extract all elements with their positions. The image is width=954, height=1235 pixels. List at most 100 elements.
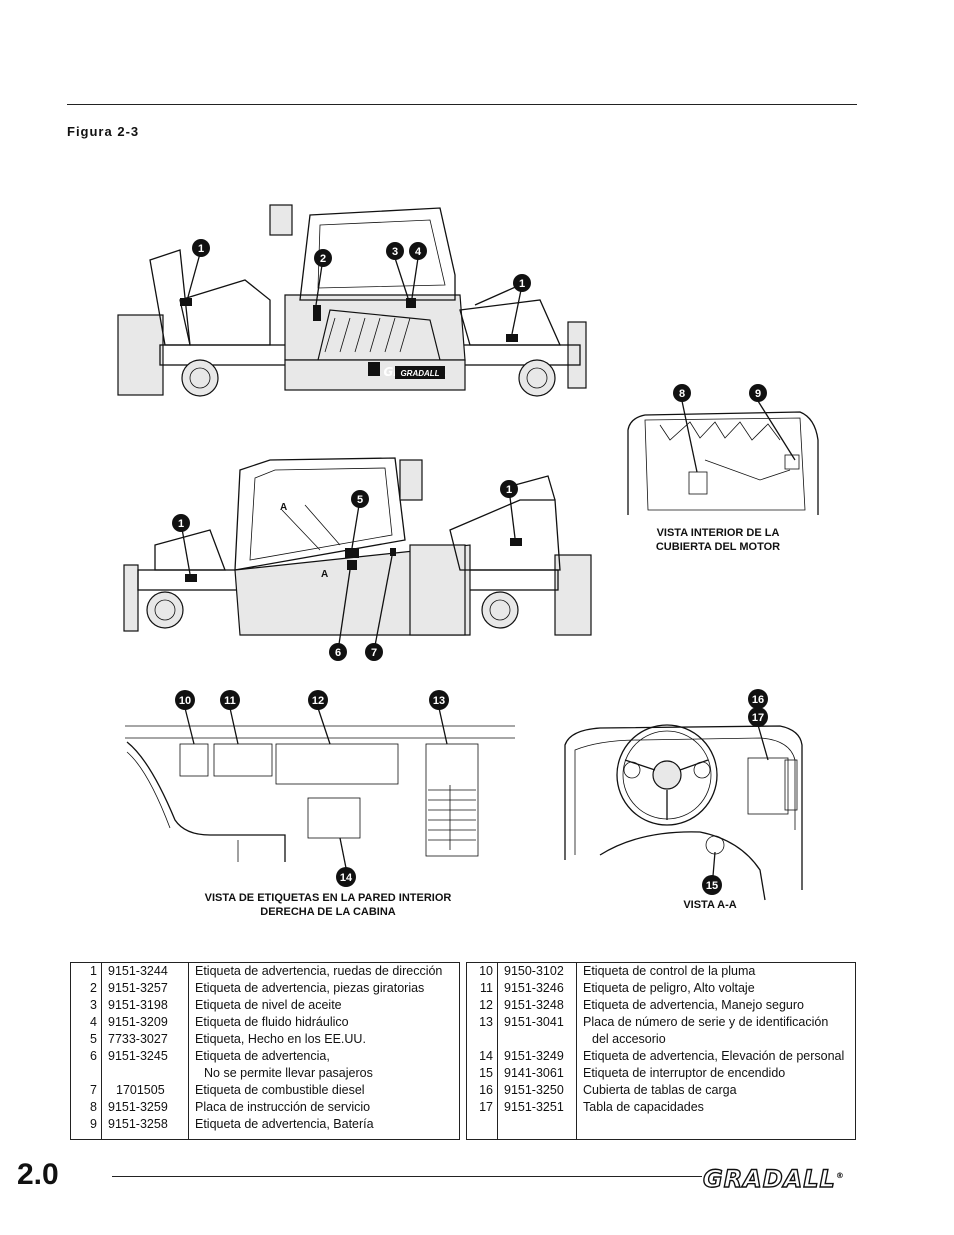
part-description: Placa de instrucción de servicio (189, 1099, 460, 1116)
part-item-number: 1 (70, 962, 102, 980)
callout-11: 11 (224, 695, 236, 707)
part-number: 9151-3250 (497, 1082, 577, 1099)
callout-9: 9 (755, 388, 761, 400)
part-description: Etiqueta de advertencia, Batería (189, 1116, 460, 1133)
gradall-logo-text: GRADALL (702, 1164, 836, 1193)
part-number: 9151-3245 (101, 1048, 189, 1082)
part-number: 9141-3061 (497, 1065, 577, 1082)
part-item-number: 4 (70, 1014, 102, 1031)
part-item-number: 17 (466, 1099, 498, 1116)
filler-cell (101, 1133, 189, 1140)
part-description: Etiqueta de advertencia, Elevación de pe… (577, 1048, 856, 1065)
callouts-cab-wall: 10 11 12 13 14 (175, 690, 449, 887)
part-item-number: 9 (70, 1116, 102, 1133)
part-description-line: Etiqueta de combustible diesel (195, 1083, 365, 1097)
part-description: Placa de número de serie y de identifica… (577, 1014, 856, 1048)
part-number: 9151-3246 (497, 980, 577, 997)
cab-wall-label-view (125, 707, 515, 869)
part-item-number: 5 (70, 1031, 102, 1048)
part-description: Etiqueta de fluido hidráulico (189, 1014, 460, 1031)
part-description-line: del accesorio (592, 1032, 666, 1046)
part-item-number: 11 (466, 980, 498, 997)
part-item-number: 10 (466, 962, 498, 980)
callout-10: 10 (179, 695, 191, 707)
part-description-line: No se permite llevar pasajeros (204, 1066, 373, 1080)
callout-16: 16 (752, 694, 764, 706)
part-description-line: Tabla de capacidades (583, 1100, 704, 1114)
part-item-number: 3 (70, 997, 102, 1014)
part-description: Etiqueta de advertencia, piezas giratori… (189, 980, 460, 997)
part-number: 9151-3248 (497, 997, 577, 1014)
caption-cab-wall-line1: VISTA DE ETIQUETAS EN LA PARED INTERIOR (204, 892, 452, 904)
part-description-line: Etiqueta de advertencia, Manejo seguro (583, 998, 804, 1012)
part-item-number: 7 (70, 1082, 102, 1099)
caption-engine-cover: VISTA INTERIOR DE LA CUBIERTA DEL MOTOR (618, 526, 818, 554)
part-description-line: Etiqueta de peligro, Alto voltaje (583, 981, 755, 995)
parts-row-filler (466, 1116, 856, 1140)
footer-rule (112, 1176, 702, 1177)
part-description-line: Etiqueta, Hecho en los EE.UU. (195, 1032, 366, 1046)
part-description-line: Etiqueta de nivel de aceite (195, 998, 342, 1012)
callouts-top-view: 1 2 3 4 1 (192, 239, 531, 292)
caption-engine-cover-line1: VISTA INTERIOR DE LA (656, 527, 780, 539)
part-number: 9151-3259 (101, 1099, 189, 1116)
engine-cover-interior-view (627, 400, 819, 515)
filler-cell (497, 1116, 577, 1140)
part-description-line: Cubierta de tablas de carga (583, 1083, 737, 1097)
callout-1d: 1 (506, 484, 512, 496)
part-item-number: 14 (466, 1048, 498, 1065)
part-number: 9151-3258 (101, 1116, 189, 1133)
part-description: Tabla de capacidades (577, 1099, 856, 1116)
machine-side-view-right: GRADALL GRADALL (117, 204, 587, 397)
part-description-line: Placa de instrucción de servicio (195, 1100, 371, 1114)
page-number: 2.0 (17, 1158, 59, 1191)
part-number: 9151-3251 (497, 1099, 577, 1116)
callout-17: 17 (752, 712, 764, 724)
part-number: 7733-3027 (101, 1031, 189, 1048)
callout-12: 12 (312, 695, 324, 707)
callout-2: 2 (320, 253, 326, 265)
caption-cab-wall: VISTA DE ETIQUETAS EN LA PARED INTERIOR … (178, 891, 478, 919)
part-item-number: 16 (466, 1082, 498, 1099)
caption-dash: VISTA A-A (683, 899, 737, 911)
machine-side-view-left: A A (123, 457, 592, 652)
part-description: Etiqueta de peligro, Alto voltaje (577, 980, 856, 997)
callout-1: 1 (198, 243, 204, 255)
part-number: 9151-3198 (101, 997, 189, 1014)
callouts-engine-cover: 8 9 (673, 384, 767, 402)
gradall-logo: GRADALL® (702, 1164, 845, 1193)
part-item-number: 6 (70, 1048, 102, 1082)
callout-1c: 1 (178, 518, 184, 530)
callouts-mid-view: 1 5 1 6 7 (172, 480, 518, 661)
caption-engine-cover-line2: CUBIERTA DEL MOTOR (655, 541, 781, 553)
callout-7: 7 (371, 647, 377, 659)
filler-cell (189, 1133, 460, 1140)
part-item-number: 8 (70, 1099, 102, 1116)
registered-mark: ® (835, 1171, 845, 1180)
part-description: Etiqueta de interruptor de encendido (577, 1065, 856, 1082)
callout-1b: 1 (519, 278, 525, 290)
part-number: 9151-3257 (101, 980, 189, 997)
filler-cell (70, 1133, 102, 1140)
part-description-line: Etiqueta de interruptor de encendido (583, 1066, 786, 1080)
callout-3: 3 (392, 246, 398, 258)
callout-4: 4 (415, 246, 422, 258)
callout-15: 15 (706, 880, 718, 892)
part-item-number: 12 (466, 997, 498, 1014)
part-item-number: 15 (466, 1065, 498, 1082)
